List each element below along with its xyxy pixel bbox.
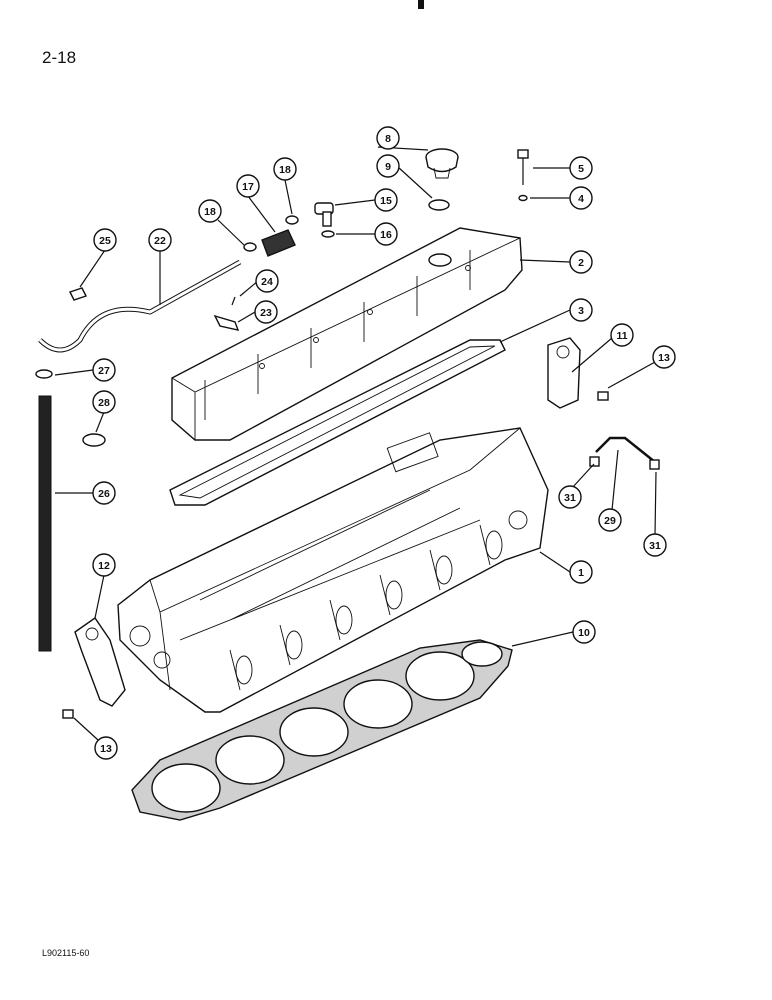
svg-text:11: 11 — [616, 330, 627, 342]
svg-text:9: 9 — [385, 161, 391, 173]
callout: 13 — [607, 345, 676, 389]
fuel-line — [595, 436, 656, 463]
svg-text:10: 10 — [578, 627, 590, 639]
callout: 5 — [533, 156, 593, 180]
callout: 29 — [598, 449, 622, 532]
callout: 1 — [539, 551, 593, 584]
clip-bolt — [231, 296, 236, 306]
callout: 10 — [511, 620, 596, 647]
breather-hose — [243, 215, 299, 257]
callout: 8 — [376, 126, 429, 151]
callout: 2 — [519, 250, 593, 274]
svg-text:4: 4 — [578, 193, 584, 205]
callout: 4 — [530, 186, 593, 210]
callout: 18 — [198, 199, 245, 246]
callout: 11 — [571, 323, 634, 373]
banjo-bolt-left — [589, 456, 600, 467]
breather-fitting — [314, 202, 335, 238]
callout: 25 — [79, 228, 117, 288]
valve-cover — [171, 227, 523, 441]
breather-tube — [38, 259, 242, 353]
svg-text:24: 24 — [261, 276, 273, 288]
page-number: 2-18 — [42, 48, 77, 67]
svg-text:2: 2 — [578, 257, 584, 269]
svg-text:31: 31 — [649, 540, 661, 552]
tube-clip — [69, 287, 87, 301]
callout: 18 — [273, 157, 297, 215]
callout: 12 — [92, 553, 116, 619]
svg-text:13: 13 — [658, 352, 670, 364]
svg-text:26: 26 — [98, 488, 110, 500]
page-top-mark — [418, 0, 424, 9]
callout: 13 — [73, 717, 118, 760]
grommet — [82, 433, 106, 447]
figure-code: L902115-60 — [42, 948, 90, 958]
svg-text:25: 25 — [99, 235, 111, 247]
lifting-bracket-front — [74, 617, 126, 707]
tube-clamp — [35, 369, 53, 379]
svg-text:23: 23 — [260, 307, 272, 319]
svg-text:22: 22 — [154, 235, 166, 247]
svg-text:31: 31 — [564, 492, 576, 504]
svg-text:18: 18 — [204, 206, 216, 218]
callout: 28 — [92, 390, 116, 433]
callout: 31 — [643, 471, 667, 557]
callout: 9 — [376, 154, 433, 199]
callout: 3 — [499, 298, 593, 343]
bracket-bolt-rear — [597, 391, 609, 401]
oil-filler-cap — [425, 148, 459, 179]
head-gasket — [131, 639, 513, 821]
hose-clip — [213, 314, 240, 331]
svg-text:17: 17 — [242, 181, 254, 193]
svg-text:1: 1 — [578, 567, 584, 579]
svg-text:18: 18 — [279, 164, 291, 176]
svg-text:27: 27 — [98, 365, 110, 377]
callout: 24 — [239, 269, 279, 297]
svg-text:29: 29 — [604, 515, 616, 527]
svg-text:28: 28 — [98, 397, 110, 409]
svg-text:5: 5 — [578, 163, 584, 175]
callout: 22 — [148, 228, 172, 305]
svg-text:12: 12 — [98, 560, 110, 572]
callout: 31 — [558, 463, 595, 509]
svg-text:8: 8 — [385, 133, 391, 145]
callout: 16 — [336, 222, 398, 246]
svg-text:13: 13 — [100, 743, 112, 755]
callout: 15 — [334, 188, 398, 212]
bracket-bolt-front — [62, 709, 74, 719]
callout: 23 — [237, 300, 278, 324]
svg-text:3: 3 — [578, 305, 584, 317]
dipstick-tube — [38, 395, 52, 652]
callout: 17 — [236, 174, 276, 233]
svg-text:15: 15 — [380, 195, 392, 207]
callout: 26 — [55, 481, 116, 505]
valve-cover-bolt — [517, 149, 529, 202]
callout: 27 — [54, 358, 116, 382]
banjo-bolt-right — [649, 459, 660, 470]
cylinder-head — [117, 427, 549, 713]
filler-cap-seal — [428, 199, 450, 211]
lifting-bracket-rear — [547, 337, 581, 409]
svg-text:16: 16 — [380, 229, 392, 241]
valve-cover-gasket — [169, 339, 506, 506]
